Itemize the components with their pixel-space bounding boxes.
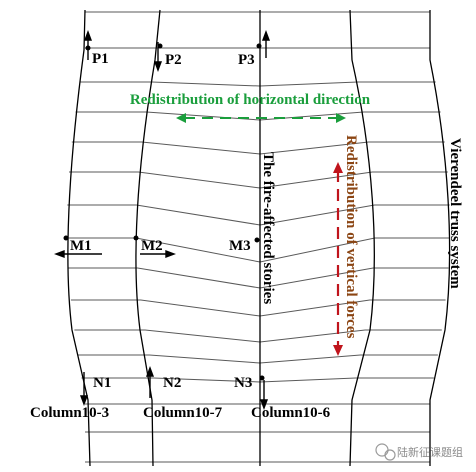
m1-arrowhead	[54, 249, 65, 259]
label-n3: N3	[234, 375, 252, 391]
floor-beam	[79, 81, 436, 87]
column-line-4	[349, 9, 375, 467]
floor-beams	[67, 11, 450, 463]
joint-n3	[259, 375, 265, 381]
label-m1: M1	[70, 238, 92, 254]
column-label-10-6: Column10-6	[251, 405, 331, 421]
n2-arrowhead	[145, 366, 155, 377]
column-label-10-3: Column10-3	[30, 405, 109, 421]
joint-p2	[157, 43, 163, 49]
floor-beam	[71, 141, 445, 155]
joint-dots	[63, 43, 265, 381]
horizontal-redistribution-arrow	[176, 113, 346, 123]
column-label-10-7: Column10-7	[143, 405, 223, 421]
column-line-1	[67, 9, 91, 467]
column-line-2	[135, 9, 161, 467]
joint-p3	[256, 43, 262, 49]
n3-arrowhead	[259, 399, 269, 410]
label-p2: P2	[165, 52, 182, 68]
column-line-5	[429, 10, 451, 466]
label-m3: M3	[229, 238, 251, 254]
p2-arrowhead	[153, 61, 163, 72]
label-n1: N1	[93, 375, 111, 391]
joint-m2	[133, 235, 139, 241]
floor-beam	[70, 299, 446, 317]
p1-arrowhead	[83, 30, 93, 41]
joint-m1	[63, 235, 69, 241]
floor-beam	[81, 377, 434, 383]
floor-beam	[67, 204, 450, 226]
label-m2: M2	[141, 238, 163, 254]
column-lines	[67, 9, 451, 467]
force-arrows	[54, 30, 271, 410]
floor-beam	[74, 329, 442, 343]
horizontal-redistribution-label: Redistribution of horizontal direction	[130, 92, 371, 108]
floor-beam	[69, 171, 448, 189]
m2-arrowhead	[165, 249, 176, 259]
floor-beam	[68, 267, 449, 289]
wechat-logo-icon	[375, 443, 396, 461]
vertical-redistribution-label: Redistribution of vertical forces	[343, 135, 359, 339]
fire-affected-stories-label: The fire-affected stories	[260, 152, 276, 304]
label-n2: N2	[163, 375, 181, 391]
joint-m3	[254, 237, 260, 243]
vierendeel-system-label: Vierendeel truss system	[447, 138, 463, 289]
p3-arrowhead	[261, 30, 271, 41]
watermark-text: 陆新征课题组	[397, 445, 463, 459]
n1-arrowhead	[79, 395, 89, 406]
label-p3: P3	[238, 52, 255, 68]
floor-beam	[77, 354, 438, 364]
vertical-redistribution-arrow	[333, 162, 343, 356]
label-p1: P1	[92, 51, 109, 67]
